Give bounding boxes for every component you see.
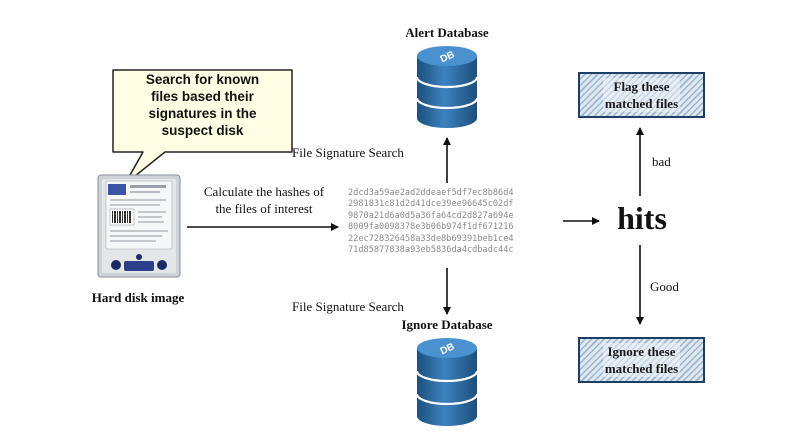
ignore-database-title: Ignore Database (401, 317, 493, 332)
flag-box-text: Flag these matched files (602, 78, 681, 112)
calculate-line: Calculate the hashes of (203, 184, 325, 199)
hash-value: 2dcd3a59ae2ad2ddeaef5df7ec8b86d4 (348, 188, 514, 198)
hash-list: 2dcd3a59ae2ad2ddeaef5df7ec8b86d4 2981831… (348, 188, 514, 256)
flag-box-line: Flag these (613, 79, 670, 94)
flag-matched-box: Flag these matched files (578, 72, 705, 118)
callout-text: Search for known files based their signa… (113, 71, 292, 139)
hash-value: 2981831c81d2d41dce39ee96645c02df (348, 199, 514, 210)
hash-value: 22ec728326458a33de8b69391beb1ce4 (348, 233, 514, 244)
callout-line: Search for known (145, 72, 260, 87)
alert-search-label: File Signature Search (292, 145, 404, 160)
callout-bubble (112, 69, 293, 185)
callout-line: signatures in the (148, 106, 257, 121)
hard-disk-icon (97, 174, 181, 278)
good-label: Good (650, 279, 679, 294)
calculate-hashes-label: Calculate the hashes of the files of int… (184, 183, 344, 217)
hard-disk-label: Hard disk image (91, 290, 185, 305)
calculate-line: the files of interest (215, 201, 313, 216)
callout-line: suspect disk (161, 123, 244, 138)
ignore-database-icon: DB (415, 338, 479, 426)
hash-value: 71d85877838a93eb5836da4cdbadc44c (348, 245, 514, 256)
alert-database-icon: DB (415, 46, 479, 128)
ignore-box-text: Ignore these matched files (602, 343, 681, 377)
hash-value: 9870a21d6a0d5a36fa64cd2d827a694e (348, 210, 514, 221)
hits-label: hits (617, 200, 667, 236)
ignore-matched-box: Ignore these matched files (578, 337, 705, 383)
bad-label: bad (652, 154, 671, 169)
callout-line: files based their (151, 89, 254, 104)
ignore-search-label: File Signature Search (292, 299, 404, 314)
flag-box-line: matched files (604, 96, 679, 111)
alert-database-title: Alert Database (405, 25, 489, 40)
ignore-box-line: matched files (604, 361, 679, 376)
ignore-box-line: Ignore these (607, 344, 676, 359)
hash-value: 8009fa0098378e3b06b974f1df671216 (348, 222, 514, 233)
